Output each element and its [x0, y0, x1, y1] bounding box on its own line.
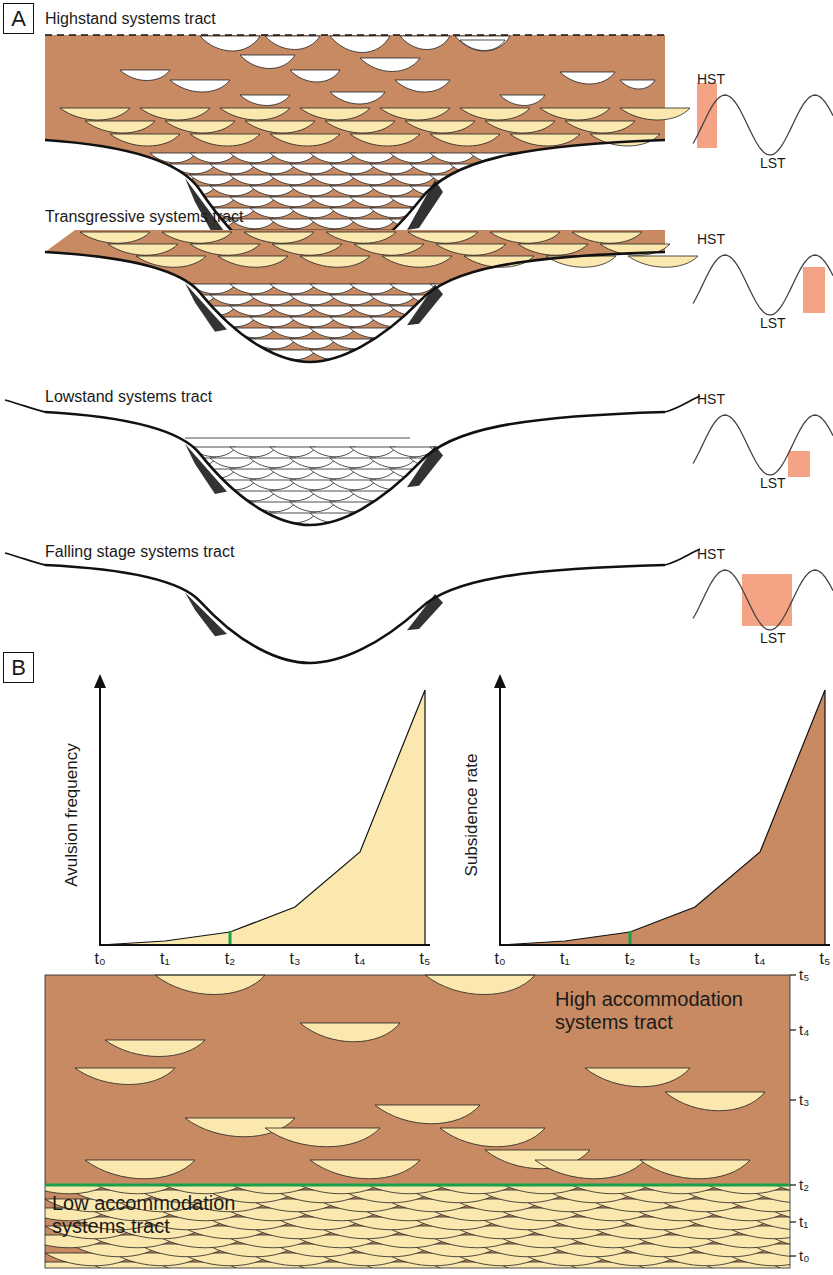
curve-label: LST [760, 315, 786, 331]
time-label: t₃ [799, 1091, 809, 1108]
tract-label: High accommodation systems tract [555, 988, 785, 1034]
time-label: t₅ [799, 966, 809, 983]
systems-tract-title: Transgressive systems tract [45, 208, 244, 226]
panel-letter: A [11, 6, 26, 32]
curve-label: HST [697, 71, 725, 87]
time-label: t₀ [799, 1247, 809, 1264]
time-label: t₂ [799, 1176, 809, 1193]
time-label: t₂ [225, 950, 236, 968]
systems-tract-title: Highstand systems tract [45, 10, 216, 28]
systems-tract-title: Lowstand systems tract [45, 388, 212, 406]
axis-title: Subsidence rate [462, 754, 482, 877]
time-label: t₄ [755, 950, 766, 968]
time-label: t₁ [560, 950, 570, 968]
time-label: t₅ [820, 950, 831, 968]
axis-title: Avulsion frequency [62, 743, 82, 886]
panel-letter-box: B [3, 652, 34, 683]
time-label: t₁ [799, 1213, 808, 1230]
time-label: t₁ [160, 950, 170, 968]
panel-letter-box: A [3, 3, 34, 34]
tract-label: Low accommodation systems tract [52, 1192, 302, 1238]
time-label: t₅ [420, 950, 431, 968]
curve-label: HST [697, 231, 725, 247]
time-label: t₀ [94, 950, 105, 968]
time-label: t₃ [690, 950, 701, 968]
panel-letter: B [11, 655, 26, 681]
systems-tract-title: Falling stage systems tract [45, 543, 234, 561]
curve-label: HST [697, 391, 725, 407]
time-label: t₀ [494, 950, 505, 968]
time-label: t₄ [799, 1021, 809, 1038]
time-label: t₃ [290, 950, 301, 968]
curve-label: LST [760, 475, 786, 491]
curve-label: HST [697, 546, 725, 562]
curve-label: LST [760, 155, 786, 171]
curve-label: LST [760, 630, 786, 646]
time-label: t₂ [625, 950, 636, 968]
time-label: t₄ [355, 950, 366, 968]
